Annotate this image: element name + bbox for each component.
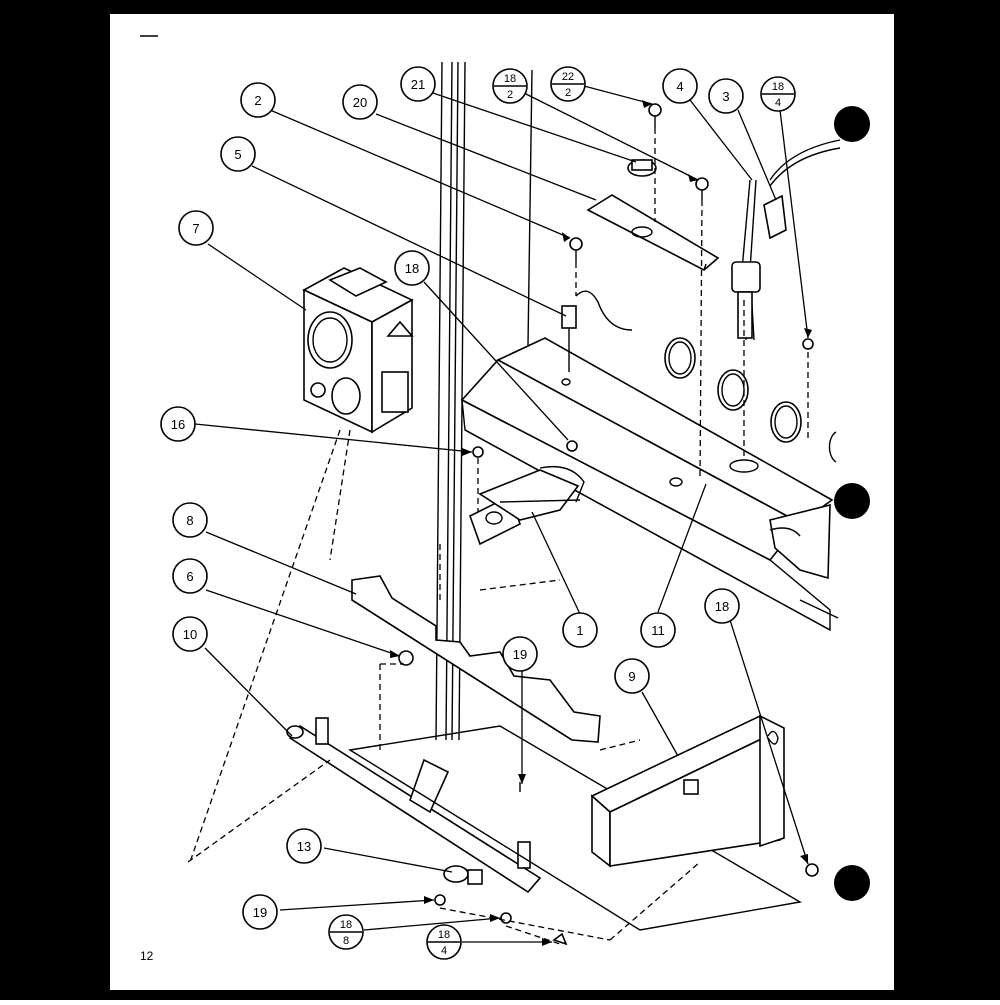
burner-box-assembly [460,337,839,632]
access-cover [590,714,785,868]
leader-lines [194,85,812,946]
page-number: 12 [140,949,154,963]
fraction-callout-18-2: 18 2 [492,68,528,104]
callout-11: 11 [640,612,676,648]
callout-6: 6 [172,558,208,594]
callout-19-upper-label: 19 [513,647,527,662]
callout-4: 4 [662,68,698,104]
callout-8-label: 8 [186,513,193,528]
burner-assembly [469,465,585,546]
gas-valve [189,267,414,863]
callout-20: 20 [342,84,378,120]
callout-3: 3 [708,78,744,114]
fraction-18-2-bottom: 2 [507,89,513,101]
binder-hole-top [834,106,870,142]
fraction-18-8-bottom: 8 [343,935,349,947]
callout-7: 7 [178,210,214,246]
fraction-callout-18-4-upper: 18 4 [760,76,796,112]
callout-21-label: 21 [411,77,425,92]
fraction-22-2-bottom: 2 [565,87,571,99]
callout-9: 9 [614,658,650,694]
callout-16-label: 16 [171,417,185,432]
callout-16: 16 [160,406,196,442]
fraction-18-4-lower-bottom: 4 [441,945,447,957]
igniter-bracket [586,194,720,271]
callout-8: 8 [172,502,208,538]
flame-sensor [561,290,633,372]
binder-hole-bottom [834,865,870,901]
callout-6-label: 6 [186,569,193,584]
callout-19-lower-label: 19 [253,905,267,920]
callout-1-label: 1 [576,623,583,638]
callout-3-label: 3 [722,89,729,104]
fraction-18-8-top: 18 [340,919,352,931]
callout-13-label: 13 [297,839,311,854]
manifold-bracket [351,575,601,743]
fraction-18-4-upper-top: 18 [772,81,784,93]
callout-9-label: 9 [628,669,635,684]
callout-2-label: 2 [254,93,261,108]
manifold-pipe [286,717,542,894]
fraction-18-4-upper-bottom: 4 [775,97,781,109]
callout-10-label: 10 [183,627,197,642]
fraction-22-2-top: 22 [562,71,574,83]
bottom-panel [187,544,802,945]
callout-2: 2 [240,82,276,118]
callout-21: 21 [400,66,436,102]
callout-7-label: 7 [192,221,199,236]
callout-11-label: 11 [651,623,665,638]
callout-19-upper: 19 [502,636,538,672]
callout-18-upper: 18 [394,250,430,286]
fraction-callout-18-8: 18 8 [328,914,364,950]
callout-19-lower: 19 [242,894,278,930]
fraction-18-4-lower-top: 18 [438,929,450,941]
screws [398,103,819,946]
callout-13: 13 [286,828,322,864]
pipe-clamp [443,865,483,885]
callout-5-label: 5 [234,147,241,162]
callout-18-lower-label: 18 [715,599,729,614]
callout-18-upper-label: 18 [405,261,419,276]
callout-1: 1 [562,612,598,648]
callout-10: 10 [172,616,208,652]
callout-4-label: 4 [676,79,683,94]
callout-20-label: 20 [353,95,367,110]
fraction-18-2-top: 18 [504,73,516,85]
fraction-callout-22-2: 22 2 [550,66,586,102]
limit-switch [627,159,657,177]
binder-hole-middle [834,483,870,519]
fraction-callout-18-4-lower: 18 4 [426,924,462,960]
hot-surface-igniter [731,139,841,341]
callout-18-lower: 18 [704,588,740,624]
callout-5: 5 [220,136,256,172]
